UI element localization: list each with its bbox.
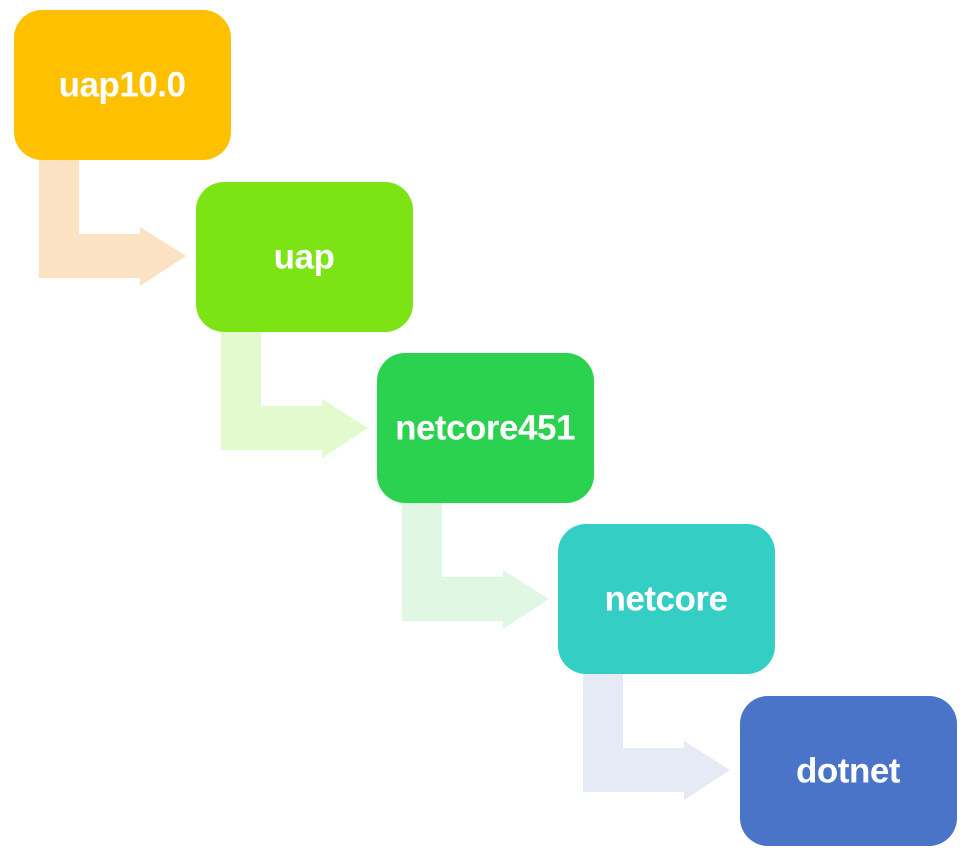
node-dotnet-box [740, 696, 957, 846]
node-dotnet-label: dotnet [796, 752, 901, 791]
node-netcore451: netcore451 [377, 353, 594, 503]
node-netcore-label: netcore [605, 580, 728, 619]
node-netcore-box [558, 524, 775, 674]
node-netcore451-box [377, 353, 594, 503]
arrow-netcore-to-dotnet [583, 674, 730, 800]
node-uap-box [196, 182, 413, 332]
node-uap-label: uap [274, 238, 335, 277]
node-dotnet: dotnet [740, 696, 957, 846]
arrow-uap-to-netcore451 [221, 332, 368, 458]
node-uap10.0-box [14, 10, 231, 160]
node-uap10.0-label: uap10.0 [59, 66, 186, 105]
arrow-netcore451-to-netcore [402, 503, 549, 629]
node-uap: uap [196, 182, 413, 332]
node-uap10.0: uap10.0 [14, 10, 231, 160]
node-netcore: netcore [558, 524, 775, 674]
node-netcore451-label: netcore451 [395, 409, 575, 448]
arrow-uap10.0-to-uap [39, 160, 186, 286]
